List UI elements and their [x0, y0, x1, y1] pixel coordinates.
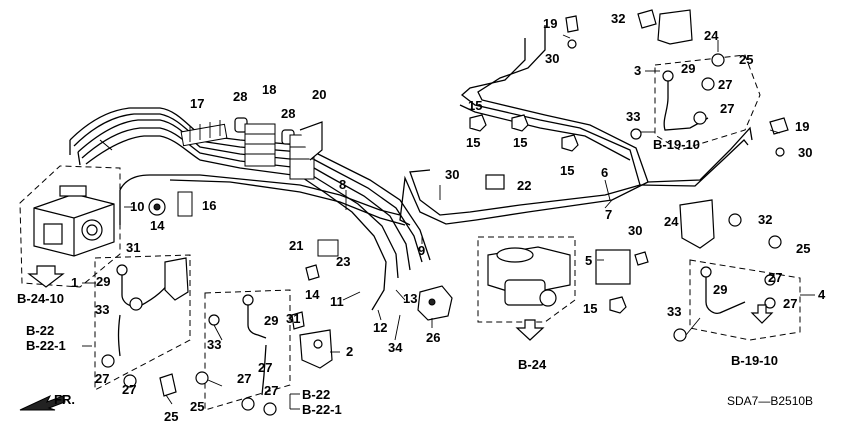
ref-label-b24[interactable]: B-24 [518, 357, 547, 372]
callout-14b[interactable]: 14 [305, 287, 320, 302]
callout-4[interactable]: 4 [818, 287, 826, 302]
brake-pipe-bundle [69, 107, 431, 311]
callout-25b[interactable]: 25 [796, 241, 810, 256]
callout-10[interactable]: 10 [130, 199, 144, 214]
ref-label-b24-10[interactable]: B-24-10 [17, 291, 64, 306]
callout-28b[interactable]: 28 [281, 106, 295, 121]
callout-11[interactable]: 11 [330, 294, 344, 309]
front-direction-label: FR. [54, 392, 75, 407]
callout-15b[interactable]: 15 [513, 135, 527, 150]
callout-18[interactable]: 18 [262, 82, 276, 97]
callout-24b[interactable]: 24 [664, 214, 679, 229]
callout-9[interactable]: 9 [418, 243, 425, 258]
part-callouts: 1 2 3 4 5 6 7 8 9 10 11 12 13 14 14 15 1… [71, 11, 826, 424]
front-left-hose-group [94, 254, 191, 405]
master-cylinder-group [417, 236, 576, 323]
front-direction-arrow: FR. [19, 392, 75, 411]
rear-brake-lines [305, 25, 753, 314]
callout-15d[interactable]: 15 [583, 301, 597, 316]
ref-arrow-b24-10[interactable]: B-24-10 [17, 265, 65, 306]
ref-label-b22-1-left[interactable]: B-22-1 [26, 338, 66, 353]
callout-25c[interactable]: 25 [164, 409, 178, 424]
callout-33c[interactable]: 33 [626, 109, 640, 124]
callout-15e[interactable]: 15 [468, 98, 482, 113]
ref-arrow-b24[interactable]: B-24 [515, 319, 547, 372]
leader-lines [82, 34, 815, 353]
callout-29c[interactable]: 29 [681, 61, 695, 76]
callout-14a[interactable]: 14 [150, 218, 165, 233]
callout-3[interactable]: 3 [634, 63, 641, 78]
callout-27d[interactable]: 27 [783, 296, 797, 311]
callout-33d[interactable]: 33 [667, 304, 681, 319]
callout-19b[interactable]: 19 [795, 119, 809, 134]
callout-22[interactable]: 22 [517, 178, 531, 193]
callout-7[interactable]: 7 [605, 207, 612, 222]
callout-27e[interactable]: 27 [95, 371, 109, 386]
callout-29b[interactable]: 29 [264, 313, 278, 328]
callout-15a[interactable]: 15 [466, 135, 480, 150]
callout-25d[interactable]: 25 [190, 399, 204, 414]
callout-21[interactable]: 21 [289, 238, 303, 253]
callout-19a[interactable]: 19 [543, 16, 557, 31]
callout-12[interactable]: 12 [373, 320, 387, 335]
callout-27i[interactable]: 27 [258, 360, 272, 375]
callout-31a[interactable]: 31 [126, 240, 140, 255]
rear-right-lower-hose-group [634, 199, 801, 342]
callout-30a[interactable]: 30 [545, 51, 559, 66]
callout-8[interactable]: 8 [339, 177, 346, 192]
callout-2[interactable]: 2 [346, 344, 353, 359]
ref-label-b22-1-bottom[interactable]: B-22-1 [302, 402, 342, 417]
callout-23[interactable]: 23 [336, 254, 350, 269]
pipe-clamps [148, 117, 323, 217]
callout-20[interactable]: 20 [312, 87, 326, 102]
callout-29d[interactable]: 29 [713, 282, 727, 297]
callout-1[interactable]: 1 [71, 275, 78, 290]
callout-15c[interactable]: 15 [560, 163, 574, 178]
callout-13[interactable]: 13 [403, 291, 417, 306]
callout-24a[interactable]: 24 [704, 28, 719, 43]
ref-label-b22-bottom[interactable]: B-22 [302, 387, 330, 402]
ref-label-b19-10-bottom[interactable]: B-19-10 [731, 353, 778, 368]
ref-label-b22-left[interactable]: B-22 [26, 323, 54, 338]
abs-modulator-assembly [19, 165, 121, 288]
callout-27c[interactable]: 27 [768, 270, 782, 285]
callout-16[interactable]: 16 [202, 198, 216, 213]
callout-33b[interactable]: 33 [207, 337, 221, 352]
callout-17[interactable]: 17 [190, 96, 204, 111]
callout-30b[interactable]: 30 [798, 145, 812, 160]
callout-32b[interactable]: 32 [758, 212, 772, 227]
callout-27h[interactable]: 27 [264, 383, 278, 398]
callout-32a[interactable]: 32 [611, 11, 625, 26]
callout-28a[interactable]: 28 [233, 89, 247, 104]
callout-29a[interactable]: 29 [96, 274, 110, 289]
callout-26[interactable]: 26 [426, 330, 440, 345]
callout-6[interactable]: 6 [601, 165, 608, 180]
callout-30d[interactable]: 30 [628, 223, 642, 238]
ref-label-b19-10-top[interactable]: B-19-10 [653, 137, 700, 152]
callout-27a[interactable]: 27 [718, 77, 732, 92]
callout-27f[interactable]: 27 [122, 382, 136, 397]
callout-34[interactable]: 34 [388, 340, 403, 355]
rear-middle-hose-group [195, 289, 333, 416]
callout-30c[interactable]: 30 [445, 167, 459, 182]
diagram-code: SDA7—B2510B [727, 394, 813, 408]
callout-33a[interactable]: 33 [95, 302, 109, 317]
callout-27b[interactable]: 27 [720, 101, 734, 116]
reference-labels: B-22 B-22-1 B-19-10 B-19-10 B-22 B-22-1 … [26, 137, 813, 417]
callout-25a[interactable]: 25 [739, 52, 753, 67]
callout-5[interactable]: 5 [585, 253, 592, 268]
rear-right-upper-hose-group [565, 9, 789, 157]
callout-27g[interactable]: 27 [237, 371, 251, 386]
callout-31b[interactable]: 31 [286, 311, 300, 326]
